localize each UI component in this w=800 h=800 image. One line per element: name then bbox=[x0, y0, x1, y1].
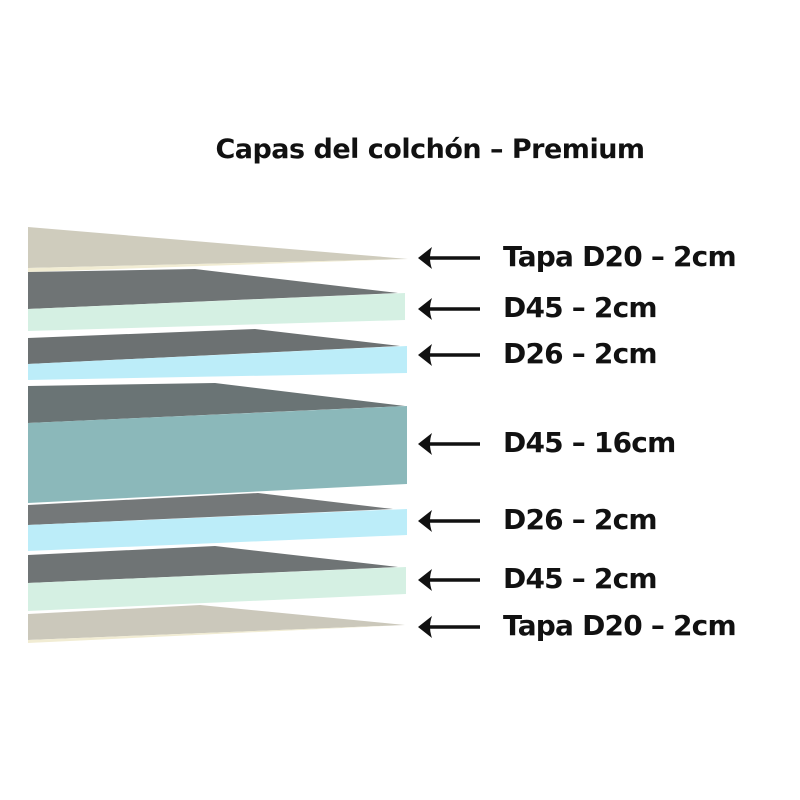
layer-label: D45 – 2cm bbox=[503, 291, 658, 324]
layer-d26-bottom-side bbox=[28, 509, 407, 551]
layer-cover-bottom-edge bbox=[28, 625, 405, 643]
left-arrow-icon bbox=[418, 569, 480, 591]
left-arrow-icon bbox=[418, 298, 480, 320]
layer-d45-bottom bbox=[28, 546, 406, 611]
layer-d45-core-side bbox=[28, 406, 407, 503]
layer-label: D45 – 16cm bbox=[503, 426, 676, 459]
layer-d26-bottom-surface bbox=[28, 493, 393, 525]
layer-d45-core bbox=[28, 383, 407, 503]
layer-label: D26 – 2cm bbox=[503, 503, 658, 536]
layer-d45-top-surface bbox=[28, 269, 398, 309]
left-arrow-icon bbox=[418, 616, 480, 638]
layer-d45-bottom-side bbox=[28, 567, 406, 611]
layer-cover-bottom-surface bbox=[28, 605, 405, 640]
layer-label: Tapa D20 – 2cm bbox=[503, 240, 737, 273]
left-arrow-icon bbox=[418, 510, 480, 532]
layer-cover-top-surface bbox=[28, 227, 408, 268]
diagram-title: Capas del colchón – Premium bbox=[215, 134, 645, 165]
left-arrow-icon bbox=[418, 247, 480, 269]
left-arrow-icon bbox=[418, 344, 480, 366]
layer-cover-bottom bbox=[28, 605, 405, 643]
layer-d45-core-surface bbox=[28, 383, 405, 423]
layer-cover-top bbox=[28, 227, 408, 272]
layer-label: D26 – 2cm bbox=[503, 337, 658, 370]
layer-label: Tapa D20 – 2cm bbox=[503, 609, 737, 642]
layer-cover-top-edge bbox=[28, 259, 408, 272]
layer-d45-bottom-surface bbox=[28, 546, 398, 583]
layer-d26-bottom bbox=[28, 493, 407, 551]
layer-d26-top-surface bbox=[28, 329, 400, 364]
left-arrow-icon bbox=[418, 433, 480, 455]
layer-d45-top bbox=[28, 269, 405, 331]
layer-d26-top-side bbox=[28, 346, 407, 380]
layer-d45-top-side bbox=[28, 293, 405, 331]
layer-d26-top bbox=[28, 329, 407, 380]
layer-label: D45 – 2cm bbox=[503, 562, 658, 595]
